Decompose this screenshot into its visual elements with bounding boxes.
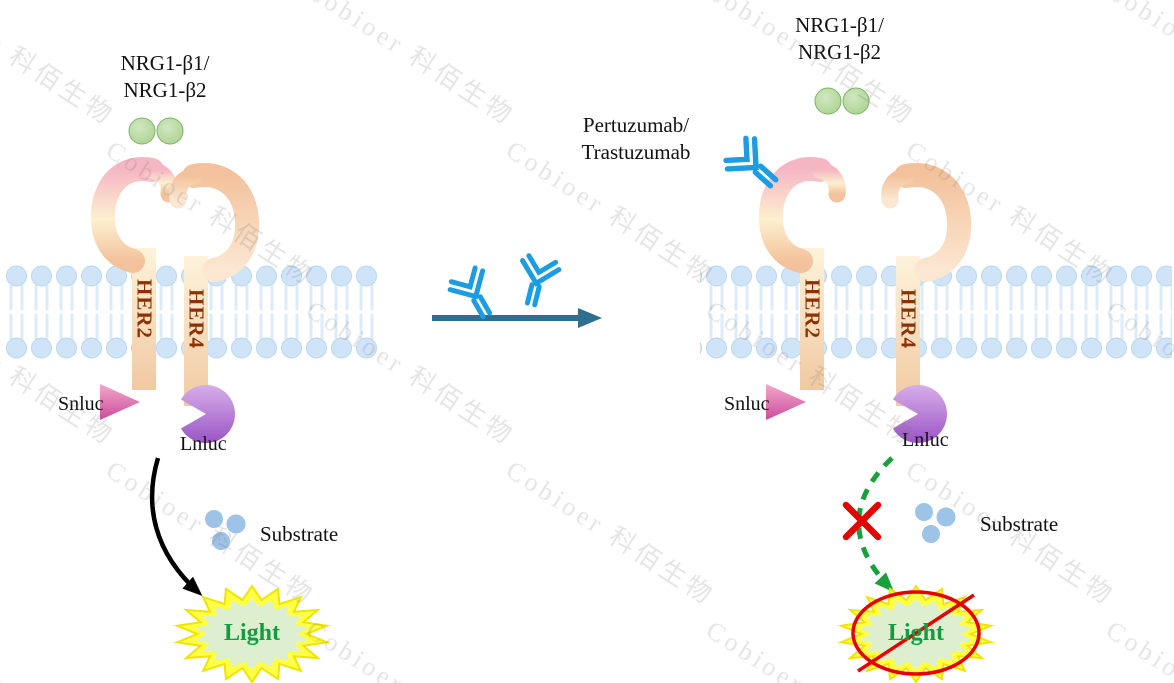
prohibition-circle: [851, 590, 981, 676]
her2-extracellular: [758, 157, 832, 273]
her2-extracellular: [90, 157, 164, 273]
antibody-label-line2: Trastuzumab: [581, 140, 691, 164]
ligand-label-line1: NRG1-β1/: [120, 51, 210, 75]
her2-receptor-left: [90, 157, 178, 390]
her2-label-right: HER2: [800, 278, 825, 340]
light-burst-left: [173, 584, 331, 683]
snluc-label-right: Snluc: [724, 393, 770, 415]
no-light-prohibition: [851, 590, 981, 676]
her2-hook: [811, 161, 846, 203]
antibody-label-line1: Pertuzumab/: [582, 113, 690, 137]
substrate-label-left: Substrate: [260, 522, 339, 546]
her2-receptor-right: [758, 157, 846, 390]
snluc-label-left: Snluc: [58, 393, 104, 415]
antibody-icon-middle-2: [513, 254, 561, 308]
lnluc-fragment-left: [180, 384, 236, 443]
substrate-dots-right: [915, 503, 956, 543]
ligand-label-right: NRG1-β1/ NRG1-β2: [752, 12, 927, 66]
blocked-signal-arrow: [856, 456, 895, 593]
ligand-dimer-left: [128, 117, 184, 145]
lnluc-fragment-right: [892, 385, 948, 443]
ligand-label-line2: NRG1-β2: [123, 78, 207, 102]
signal-arrow-left: [149, 457, 203, 597]
her4-receptor-right: [881, 163, 971, 406]
lnluc-label-left: Lnluc: [180, 433, 227, 455]
ligand-label-left: NRG1-β1/ NRG1-β2: [80, 50, 250, 104]
her4-hook: [169, 167, 203, 209]
prohibition-slash: [857, 593, 975, 673]
her4-hook: [881, 167, 915, 209]
her4-extracellular: [894, 163, 971, 282]
her2-hook: [143, 161, 178, 203]
ligand-dimer-right: [814, 87, 870, 115]
her4-extracellular: [182, 163, 259, 282]
her4-stalk: [896, 256, 920, 406]
her2-label-left: HER2: [132, 278, 157, 340]
lnluc-label-right: Lnluc: [902, 429, 949, 451]
light-label-left: Light: [223, 620, 280, 646]
her4-label-right: HER4: [896, 288, 921, 350]
snluc-fragment-left: [100, 384, 140, 420]
antibody-label: Pertuzumab/ Trastuzumab: [546, 112, 726, 166]
ligand-label-line1: NRG1-β1/: [795, 13, 884, 37]
substrate-dots-left: [205, 510, 246, 550]
blocked-x-mark: [842, 501, 882, 541]
her4-receptor-left: [169, 163, 259, 406]
her4-label-left: HER4: [184, 288, 209, 350]
snluc-fragment-right: [766, 384, 806, 420]
substrate-label-right: Substrate: [980, 512, 1059, 536]
light-label-right: Light: [887, 620, 944, 646]
her4-stalk: [184, 256, 208, 406]
ligand-label-line2: NRG1-β2: [797, 40, 881, 64]
cell-membrane-right: [700, 264, 1172, 360]
